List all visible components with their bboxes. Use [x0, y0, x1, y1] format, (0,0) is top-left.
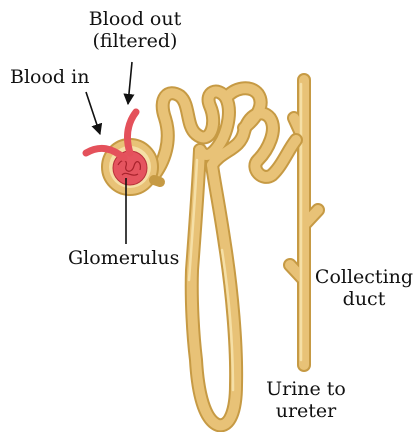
blood-out-arrow — [128, 62, 132, 104]
collecting-duct-line2: duct — [312, 288, 416, 310]
blood-in-label: Blood in — [10, 66, 89, 88]
collecting-duct-label: Collecting duct — [312, 266, 416, 310]
glomerulus-label: Glomerulus — [68, 247, 179, 269]
collecting-duct-line1: Collecting — [312, 266, 416, 288]
blood-in-arrow — [86, 92, 100, 134]
urine-line1: Urine to — [254, 378, 358, 400]
urine-to-ureter-label: Urine to ureter — [254, 378, 358, 422]
blood-vessels — [86, 112, 136, 158]
blood-out-line2: (filtered) — [70, 30, 200, 52]
collecting-duct — [290, 80, 318, 365]
blood-out-label: Blood out (filtered) — [70, 8, 200, 52]
blood-out-line1: Blood out — [70, 8, 200, 30]
urine-line2: ureter — [254, 400, 358, 422]
